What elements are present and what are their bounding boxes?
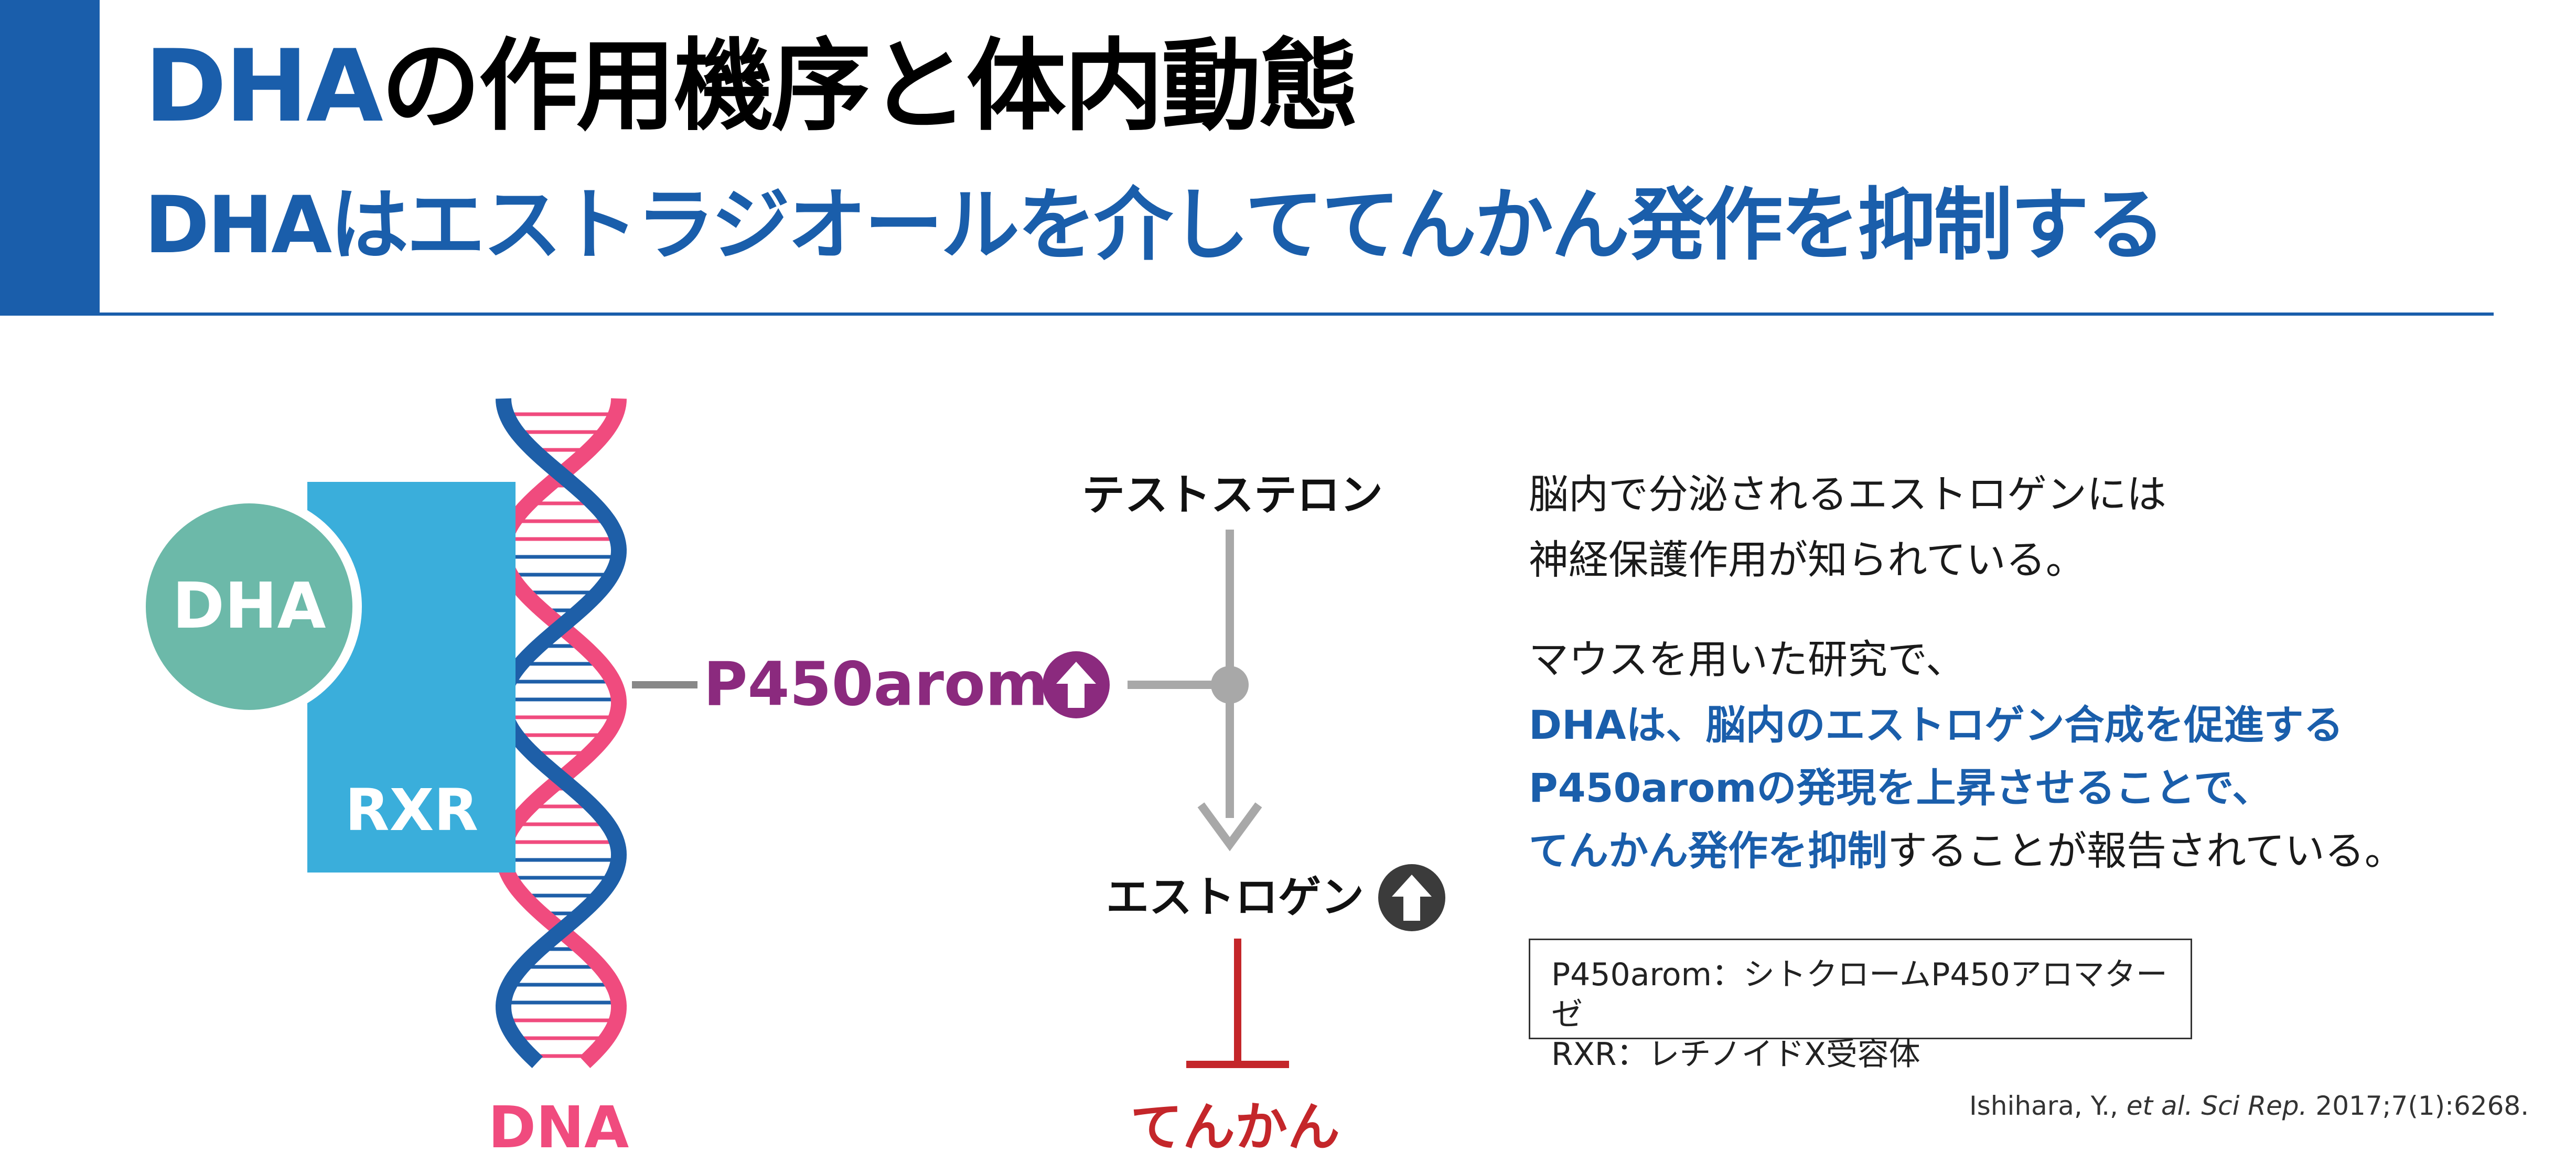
legend-item-p450arom: P450arom：シトクロームP450アロマターゼ — [1551, 956, 2167, 1033]
abbreviation-legend: P450arom：シトクロームP450アロマターゼ RXR：レチノイドX受容体 — [1529, 939, 2192, 1073]
description-line: マウスを用いた研究で、 — [1529, 636, 1966, 683]
title-rest: の作用機序と体内動態 — [381, 28, 1359, 144]
citation-authors: Ishihara, Y., — [1969, 1091, 2127, 1121]
description-highlight-line: P450aromの発現を上昇させることで、 — [1529, 764, 2272, 811]
description-highlight-line: DHAは、脳内のエストロゲン合成を促進する — [1529, 702, 2344, 748]
dna-helix-icon — [495, 398, 627, 1068]
dha-circle — [146, 503, 352, 710]
dha-label: DHA — [172, 570, 326, 643]
enzyme-up-arrow-glyph — [1056, 662, 1096, 708]
description-text: することが報告されている。 — [1887, 827, 2405, 874]
estrogen-up-arrow-glyph — [1392, 875, 1432, 921]
description-line: 脳内で分泌されるエストロゲンには — [1529, 471, 2166, 518]
header-divider — [100, 313, 2494, 316]
header-accent-bar — [0, 0, 100, 316]
description-line: 神経保護作用が知られている。 — [1529, 536, 2086, 583]
rxr-label: RXR — [345, 777, 479, 844]
dna-label: DNA — [488, 1094, 629, 1161]
citation-journal: Sci Rep. — [2193, 1091, 2307, 1121]
description-line: てんかん発作を抑制することが報告されている。 — [1529, 831, 2405, 871]
enzyme-label: P450arom — [703, 649, 1048, 720]
page-subtitle: DHAはエストラジオールを介しててんかん発作を抑制する — [144, 180, 2166, 271]
testosterone-label: テストステロン — [1081, 470, 1383, 520]
citation: Ishihara, Y., et al. Sci Rep. 2017;7(1):… — [1969, 1091, 2529, 1121]
epilepsy-label: てんかん — [1130, 1096, 1340, 1158]
citation-etal: et al. — [2126, 1091, 2193, 1121]
dna-strand-pink — [495, 398, 627, 1068]
description-highlight: てんかん発作を抑制 — [1529, 827, 1887, 874]
title-dha: DHA — [144, 28, 383, 144]
citation-ref: 2017;7(1):6268. — [2307, 1091, 2529, 1121]
page-title: DHAの作用機序と体内動態 — [144, 37, 1359, 136]
legend-item-rxr: RXR：レチノイドX受容体 — [1551, 1036, 1920, 1073]
enzyme-junction-dot — [1211, 666, 1249, 704]
estrogen-label: エストロゲン — [1105, 873, 1365, 922]
conversion-arrow-head — [1197, 802, 1262, 852]
